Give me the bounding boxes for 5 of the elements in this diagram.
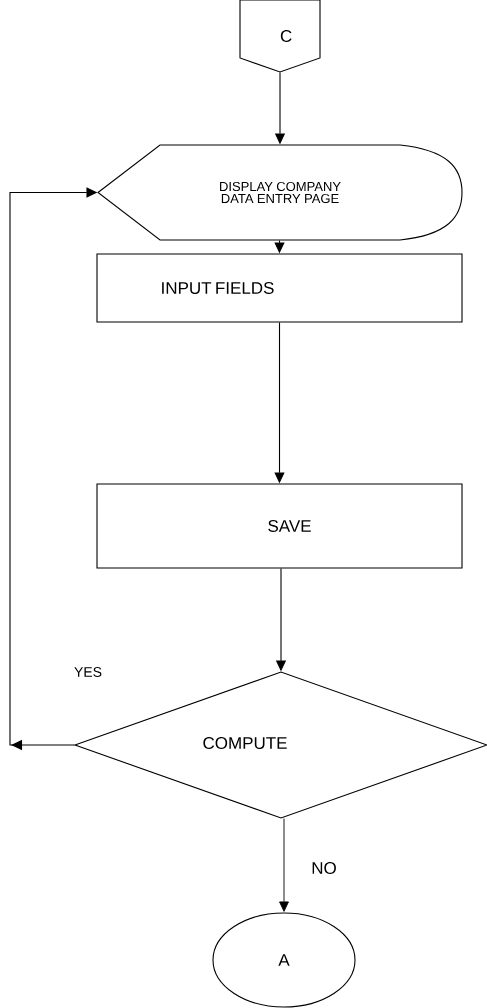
process-box: INPUT FIELDS — [96, 253, 463, 323]
off-page-connector: C — [239, 0, 321, 73]
process-box: SAVE — [96, 483, 463, 569]
arrow — [279, 818, 289, 912]
edge-label: NO — [310, 861, 338, 875]
